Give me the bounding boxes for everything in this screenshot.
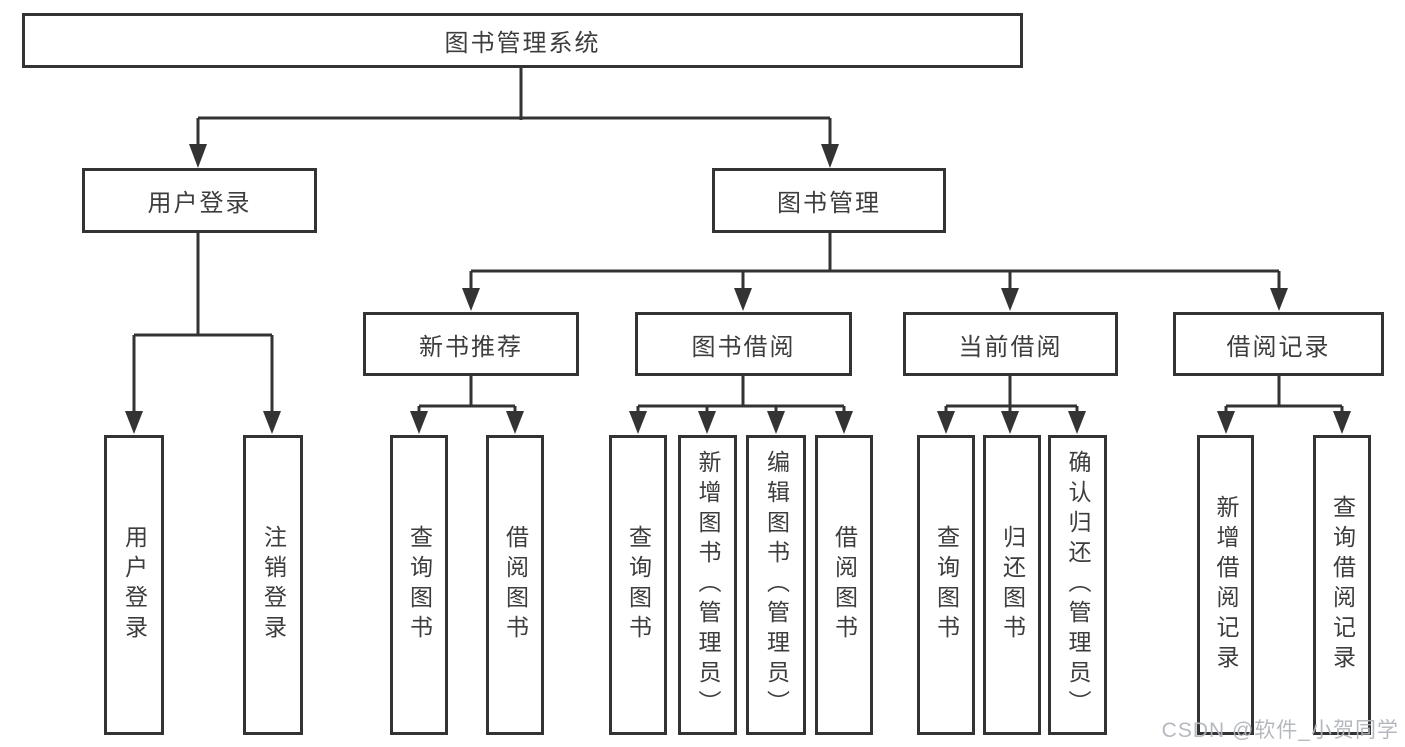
leaf-label: 查询借阅记录 <box>1329 495 1356 675</box>
node-label: 用户登录 <box>147 190 252 217</box>
leaf-label: 查询图书 <box>933 525 960 645</box>
leaf-borrow-books-recommend: 借阅图书 <box>486 435 544 735</box>
leaf-user-login: 用户登录 <box>104 435 164 735</box>
leaf-label: 新增图书（管理员） <box>695 450 721 720</box>
leaf-query-books-current: 查询图书 <box>917 435 975 735</box>
leaf-query-books-recommend: 查询图书 <box>390 435 448 735</box>
node-current-borrowing: 当前借阅 <box>903 312 1118 376</box>
node-label: 新书推荐 <box>419 333 523 361</box>
node-new-book-recommendation: 新书推荐 <box>363 312 579 376</box>
leaf-label: 查询图书 <box>625 525 652 645</box>
leaf-label: 查询图书 <box>406 525 433 645</box>
node-label: 图书管理 <box>777 190 881 217</box>
node-book-management: 图书管理 <box>712 168 946 233</box>
leaf-borrow-books: 借阅图书 <box>815 435 873 735</box>
node-label: 借阅记录 <box>1226 333 1331 361</box>
leaf-label: 借阅图书 <box>831 525 858 645</box>
leaf-label: 用户登录 <box>121 525 148 645</box>
leaf-edit-books-admin: 编辑图书（管理员） <box>746 435 806 735</box>
leaf-logout: 注销登录 <box>243 435 303 735</box>
node-book-borrowing: 图书借阅 <box>635 312 852 376</box>
leaf-add-borrow-record: 新增借阅记录 <box>1197 435 1254 735</box>
leaf-label: 归还图书 <box>999 525 1026 645</box>
node-library-management-system: 图书管理系统 <box>22 13 1023 68</box>
leaf-return-books: 归还图书 <box>983 435 1041 735</box>
leaf-label: 注销登录 <box>260 525 287 645</box>
node-borrowing-records: 借阅记录 <box>1173 312 1384 376</box>
node-user-login: 用户登录 <box>82 168 317 233</box>
leaf-label: 新增借阅记录 <box>1213 495 1239 675</box>
leaf-label: 借阅图书 <box>502 525 529 645</box>
node-label: 当前借阅 <box>958 333 1063 361</box>
csdn-watermark: CSDN @软件_小贺同学 <box>1161 719 1399 742</box>
node-label: 图书借阅 <box>691 333 796 361</box>
leaf-query-borrow-record: 查询借阅记录 <box>1313 435 1371 735</box>
leaf-query-books-borrow: 查询图书 <box>609 435 667 735</box>
node-label: 图书管理系统 <box>444 30 601 57</box>
leaf-label: 确认归还（管理员） <box>1065 450 1091 720</box>
leaf-label: 编辑图书（管理员） <box>763 450 790 720</box>
leaf-add-books-admin: 新增图书（管理员） <box>678 435 737 735</box>
leaf-confirm-return-admin: 确认归还（管理员） <box>1048 435 1107 735</box>
